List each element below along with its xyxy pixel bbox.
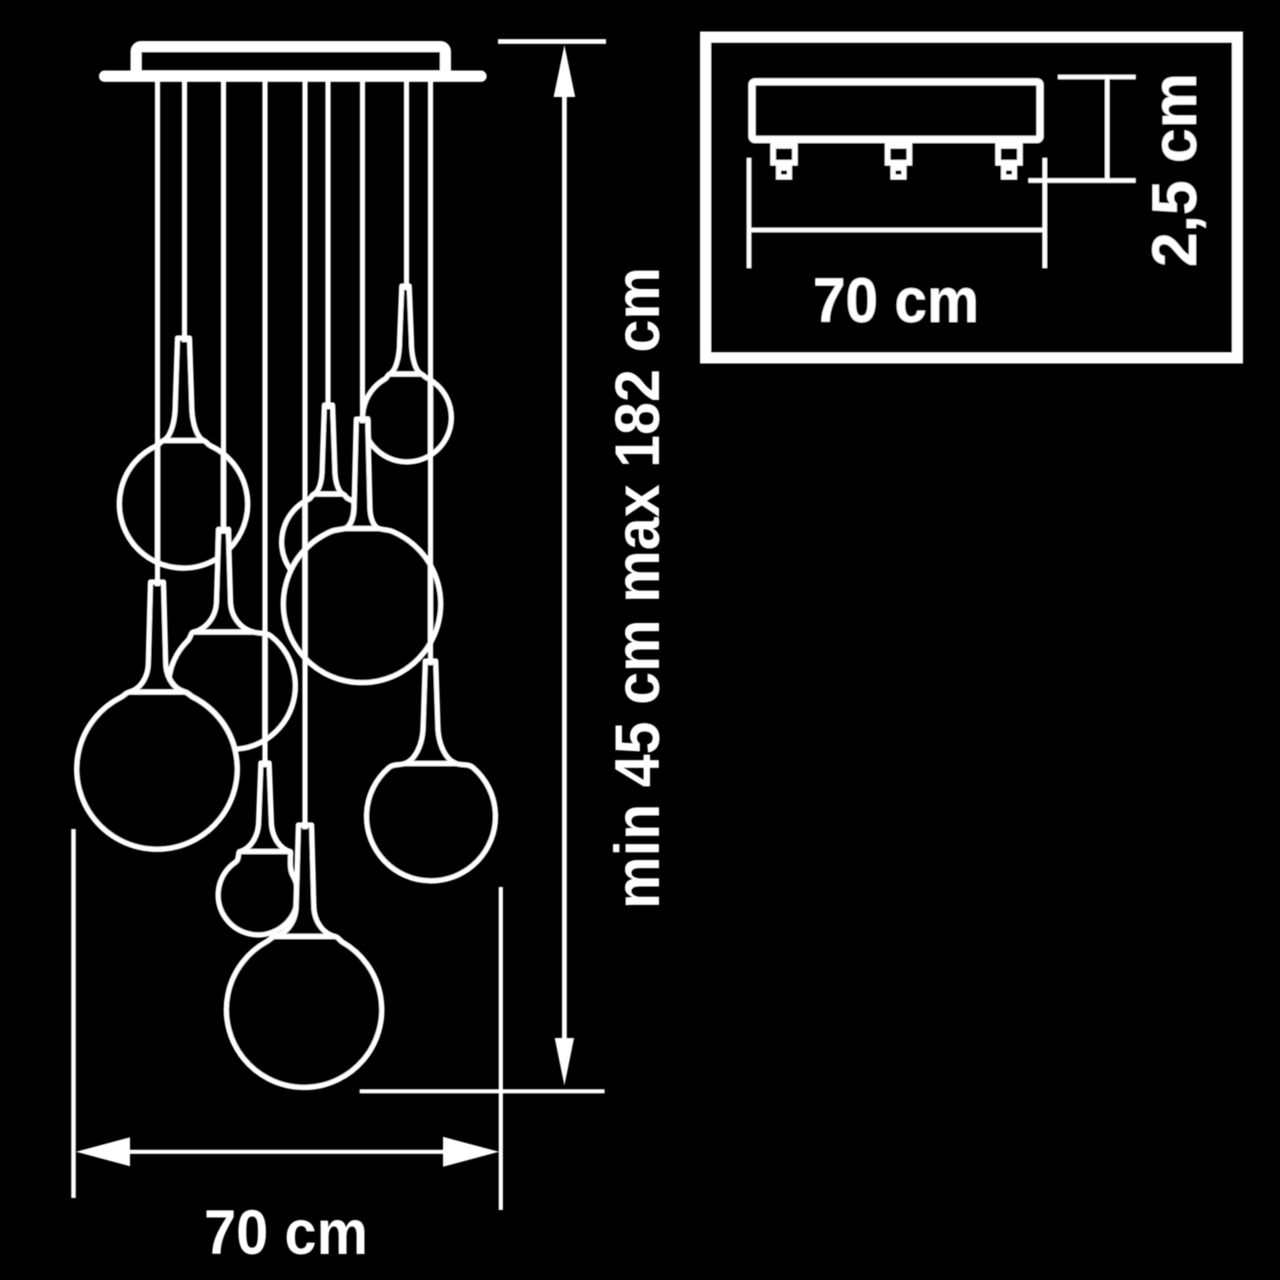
svg-text:70 cm: 70 cm	[204, 1198, 368, 1268]
svg-text:70 cm: 70 cm	[813, 266, 979, 336]
svg-text:2,5 cm: 2,5 cm	[1140, 73, 1210, 267]
svg-text:min 45 cm max 182 cm: min 45 cm max 182 cm	[603, 267, 673, 909]
